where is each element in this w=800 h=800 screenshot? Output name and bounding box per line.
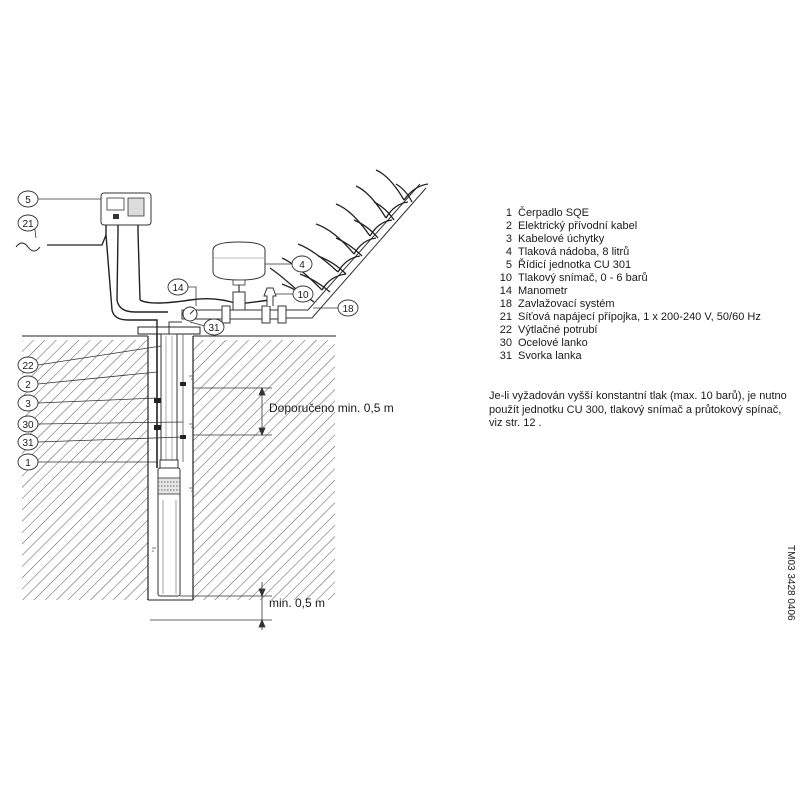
legend-label: Řídicí jednotka CU 301 [518,259,632,271]
control-unit-cu301 [100,192,152,235]
borehole [147,336,194,601]
legend-label: Kabelové úchytky [518,233,605,245]
legend-item: 21 Síťová napájecí přípojka, 1 x 200-240 … [484,311,761,324]
legend-item: 22 Výtlačné potrubí [484,324,761,337]
callout-22 [17,356,39,374]
legend-item: 30 Ocelové lanko [484,337,761,350]
legend-label: Manometr [518,285,568,297]
callout-31-top [203,318,225,336]
pipe-fitting [277,305,287,324]
legend-number: 10 [499,272,512,284]
irrigation-sprays [269,169,429,303]
legend-label: Tlaková nádoba, 8 litrů [518,246,630,258]
callout-31-bottom-num: 31 [22,438,34,449]
callout-5 [17,190,39,208]
legend-item: 1 Čerpadlo SQE [484,207,761,220]
callout-1-num: 1 [25,458,31,469]
legend-item: 3 Kabelové úchytky [484,233,761,246]
legend-item: 14 Manometr [484,285,761,298]
legend-label: Elektrický přívodní kabel [518,220,638,232]
legend-label: Ocelové lanko [518,337,588,349]
wire-clamp [180,382,186,386]
water-level-marks [152,375,193,552]
callout-3 [17,394,39,412]
callout-10-num: 10 [297,290,309,301]
soil-right [193,333,335,600]
legend-item: 31 Svorka lanka [484,350,761,363]
legend: 1 Čerpadlo SQE 2 Elektrický přívodní kabel… [484,207,761,363]
legend-label: Výtlačné potrubí [518,324,598,336]
irrigation-pipe [286,183,427,319]
control-cables [105,231,271,334]
callout-31-bottom [17,433,39,451]
cable-clip [154,425,161,430]
legend-item: 18 Zavlažovací systém [484,298,761,311]
legend-number: 21 [499,311,512,323]
callout-30-num: 30 [22,420,34,431]
callout-4-num: 4 [299,260,305,271]
legend-item: 10 Tlakový snímač, 0 - 6 barů [484,272,761,285]
pressure-tank [212,241,266,286]
callout-31-top-num: 31 [208,323,220,334]
callout-18 [337,299,359,317]
legend-label: Tlakový snímač, 0 - 6 barů [518,272,648,284]
pipe-fitting [261,305,271,324]
legend-number: 2 [505,220,512,232]
soil-surface-mask-left [22,330,148,340]
legend-item: 4 Tlaková nádoba, 8 litrů [484,246,761,259]
pressure-sensor [263,287,277,306]
dimension-recommended-label: Doporučeno min. 0,5 m [269,401,394,415]
pipe-fitting [221,305,231,324]
legend-number: 31 [499,350,512,362]
dimension-bottom-label: min. 0,5 m [269,596,325,610]
dimension-recommended [193,386,272,437]
ground [22,330,336,600]
legend-number: 4 [505,246,512,258]
callout-numbers: 5 21 4 14 10 18 31 22 2 3 30 31 1 [22,195,354,469]
soil-surface-mask-right [193,330,335,340]
callout-1 [17,453,39,471]
callout-2 [17,375,39,393]
callout-5-num: 5 [25,195,31,206]
legend-number: 5 [505,259,512,271]
callout-4 [291,255,313,273]
callouts [17,190,359,471]
legend-label: Čerpadlo SQE [518,207,589,219]
dimension-bottom [150,582,272,630]
callout-30 [17,415,39,433]
legend-number: 18 [499,298,512,310]
legend-number: 14 [499,285,512,297]
legend-number: 22 [499,324,512,336]
legend-number: 3 [505,233,512,245]
callout-leaders [33,198,338,463]
legend-item: 5 Řídicí jednotka CU 301 [484,259,761,272]
pump-sqe [157,459,181,597]
callout-2-num: 2 [25,380,31,391]
riser-pipe [160,333,178,461]
callout-14 [167,278,189,296]
callout-22-num: 22 [22,361,34,372]
soil-left [22,333,148,600]
ac-symbol [15,242,41,252]
legend-label: Zavlažovací systém [518,298,615,310]
drawing-code: TM03 3428 0406 [785,545,796,621]
callout-14-num: 14 [172,283,184,294]
legend-label: Síťová napájecí přípojka, 1 x 200-240 V,… [518,311,761,323]
legend-number: 1 [505,207,512,219]
pressure-note: Je-li vyžadován vyšší konstantní tlak (m… [489,390,787,429]
mains-cable [15,234,107,252]
callout-21 [17,214,39,232]
legend-number: 30 [499,337,512,349]
cable-clip [154,398,161,403]
legend-item: 2 Elektrický přívodní kabel [484,220,761,233]
callout-10 [292,285,314,303]
callout-21-num: 21 [22,219,34,230]
callout-3-num: 3 [25,399,31,410]
callout-18-num: 18 [342,304,354,315]
legend-label: Svorka lanka [518,350,582,362]
